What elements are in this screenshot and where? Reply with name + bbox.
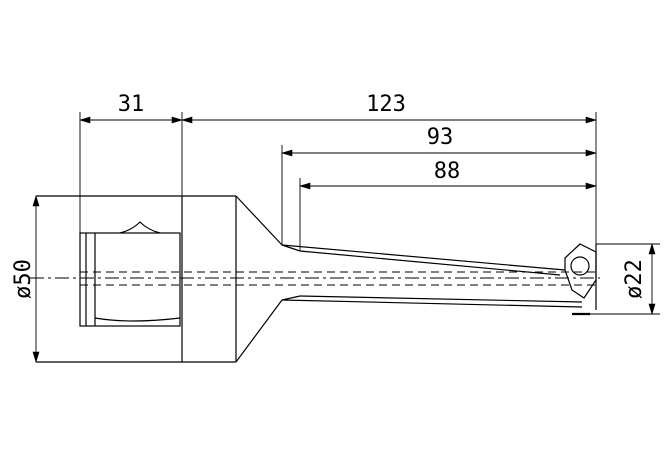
dim-88-label: 88 (434, 159, 461, 184)
dim-diameter-22-label: ø22 (622, 259, 647, 299)
dim-diameter-50: ø50 (11, 194, 40, 364)
extension-lines (79, 112, 597, 251)
dim-diameter-22: ø22 (590, 242, 660, 316)
dim-93-label: 93 (427, 125, 454, 150)
dim-31-label: 31 (118, 92, 145, 117)
dim-123-label: 123 (366, 92, 406, 117)
tool-body (281, 244, 590, 316)
dim-93: 93 (280, 125, 598, 157)
cutting-insert (564, 243, 597, 310)
shank-clamp-detail (79, 221, 181, 327)
dim-123: 123 (180, 92, 598, 124)
dim-31: 31 (78, 92, 184, 124)
dim-diameter-50-label: ø50 (11, 259, 36, 299)
dim-88: 88 (298, 159, 598, 190)
neck-taper (235, 195, 283, 363)
shank-outline (36, 195, 237, 363)
